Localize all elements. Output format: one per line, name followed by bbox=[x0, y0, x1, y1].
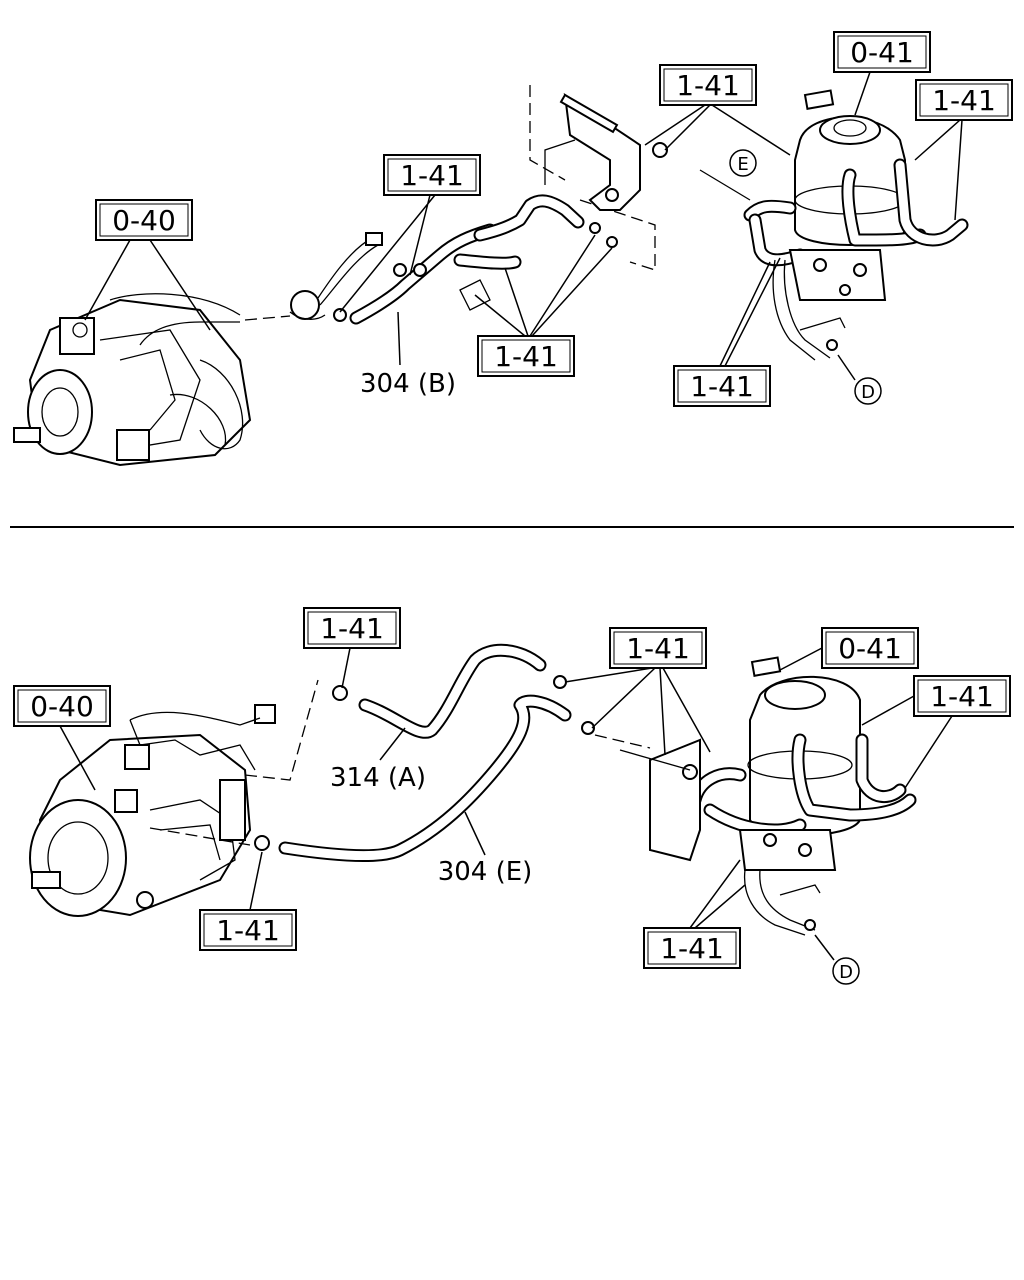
fuel-filter-top bbox=[699, 89, 969, 361]
ref-label-filter-bottom: 0-41 bbox=[838, 632, 902, 665]
ref-label-pump-bottom: 0-40 bbox=[30, 690, 94, 723]
hose-304-b bbox=[289, 194, 618, 325]
ref-label-clip-top-a: 1-41 bbox=[400, 159, 464, 192]
ref-box-clip-bottom-d[interactable]: 1-41 bbox=[199, 909, 297, 951]
ref-label-clip-top-b: 1-41 bbox=[676, 69, 740, 102]
ref-box-clip-bottom-c[interactable]: 1-41 bbox=[913, 675, 1011, 717]
marker-d-bottom: D bbox=[832, 957, 860, 985]
marker-e-top: E bbox=[729, 149, 757, 177]
ref-box-clip-top-e[interactable]: 1-41 bbox=[673, 365, 771, 407]
injection-pump-top bbox=[13, 293, 252, 467]
ref-label-clip-bottom-c: 1-41 bbox=[930, 680, 994, 713]
ref-box-clip-bottom-b[interactable]: 1-41 bbox=[609, 627, 707, 669]
ref-label-clip-top-c: 1-41 bbox=[932, 84, 996, 117]
hose-label-304-e: 304 (E) bbox=[438, 857, 533, 887]
svg-text:D: D bbox=[861, 382, 875, 403]
svg-text:E: E bbox=[737, 154, 748, 175]
hose-label-top: 304 (B) bbox=[360, 369, 456, 399]
ref-label-pump-top: 0-40 bbox=[112, 204, 176, 237]
top-view: 0-40 1-41 1-41 0-41 1-41 bbox=[13, 31, 1013, 467]
ref-box-clip-top-c[interactable]: 1-41 bbox=[915, 79, 1013, 121]
ref-box-clip-bottom-a[interactable]: 1-41 bbox=[303, 607, 401, 649]
bracket-top bbox=[544, 92, 668, 211]
ref-box-clip-top-b[interactable]: 1-41 bbox=[659, 64, 757, 106]
ref-label-clip-top-d: 1-41 bbox=[494, 340, 558, 373]
svg-text:D: D bbox=[839, 962, 853, 983]
ref-box-clip-bottom-e[interactable]: 1-41 bbox=[643, 927, 741, 969]
hose-label-314-a: 314 (A) bbox=[330, 763, 426, 793]
ref-box-filter-top[interactable]: 0-41 bbox=[833, 31, 931, 73]
hose-314-a bbox=[332, 643, 567, 739]
injection-pump-bottom bbox=[29, 704, 276, 917]
ref-label-clip-bottom-a: 1-41 bbox=[320, 612, 384, 645]
ref-label-clip-bottom-d: 1-41 bbox=[216, 914, 280, 947]
ref-label-clip-top-e: 1-41 bbox=[690, 370, 754, 403]
ref-box-filter-bottom[interactable]: 0-41 bbox=[821, 627, 919, 669]
ref-label-filter-top: 0-41 bbox=[850, 36, 914, 69]
ref-label-clip-bottom-e: 1-41 bbox=[660, 932, 724, 965]
marker-d-top: D bbox=[854, 377, 882, 405]
ref-box-clip-top-d[interactable]: 1-41 bbox=[477, 335, 575, 377]
ref-box-pump-bottom[interactable]: 0-40 bbox=[13, 685, 111, 727]
ref-label-clip-bottom-b: 1-41 bbox=[626, 632, 690, 665]
ref-box-clip-top-a[interactable]: 1-41 bbox=[383, 154, 481, 196]
hose-304-e bbox=[254, 694, 595, 863]
fuel-filter-bottom bbox=[619, 656, 917, 936]
ref-box-pump-top[interactable]: 0-40 bbox=[95, 199, 193, 241]
bottom-view: 0-40 1-41 1-41 0-41 1-41 bbox=[13, 607, 1011, 985]
